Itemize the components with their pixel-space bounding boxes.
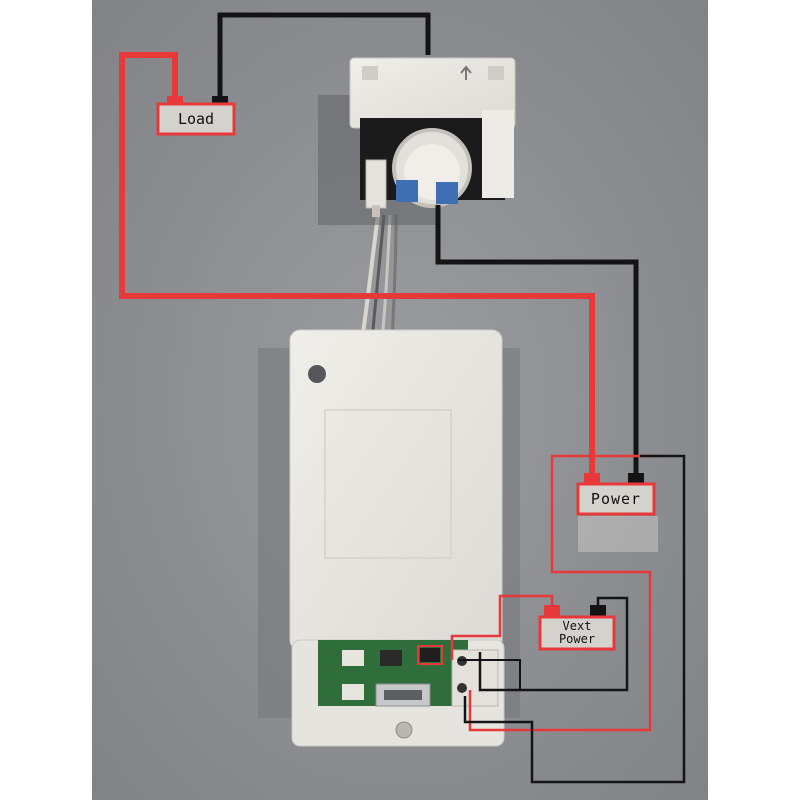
wire-vext-negative [478, 596, 629, 692]
wire-load-negative [217, 12, 431, 104]
module-panel [324, 409, 452, 559]
pcb-connector-top [342, 650, 364, 666]
vext-label-line1: Vext [562, 619, 592, 633]
meter-module [258, 329, 520, 747]
power-label-shadow [578, 516, 658, 552]
power-terminal-negative [628, 473, 644, 485]
jumper-highlight [417, 645, 443, 665]
vext-label-line2: Power [558, 632, 596, 646]
wire-power-frame [468, 454, 652, 732]
load-terminal-negative [212, 96, 228, 106]
load-terminal-positive [167, 96, 183, 106]
power-label-box [576, 482, 656, 516]
vext-terminal-negative [590, 605, 606, 617]
jumper-pins [420, 648, 440, 662]
current-sensor [318, 57, 516, 225]
sensor-trimmer-right [436, 182, 458, 204]
power-label: Power [590, 490, 642, 508]
pcb-connector-bottom [342, 684, 364, 700]
sensor-trimmer-left [396, 180, 418, 202]
screw-hole [395, 721, 413, 739]
wire-sensor-negative [435, 205, 639, 478]
wires [119, 12, 686, 784]
vext-label-box [538, 615, 616, 651]
vext-power-label: Vext Power [540, 617, 614, 649]
load-label-box [156, 102, 236, 136]
wire-power-negative-return [463, 454, 686, 784]
wire-terminal-link [458, 659, 521, 690]
power-terminal-positive [584, 473, 600, 485]
mount-hole [308, 365, 326, 383]
vext-terminal-positive [544, 605, 560, 617]
wire-vext-positive [450, 594, 554, 660]
sensor-connector [365, 159, 387, 209]
sensor-cable [360, 214, 398, 341]
wire-load-positive [119, 52, 595, 478]
arrow-up-icon [460, 65, 472, 80]
load-label: Load [177, 110, 215, 128]
